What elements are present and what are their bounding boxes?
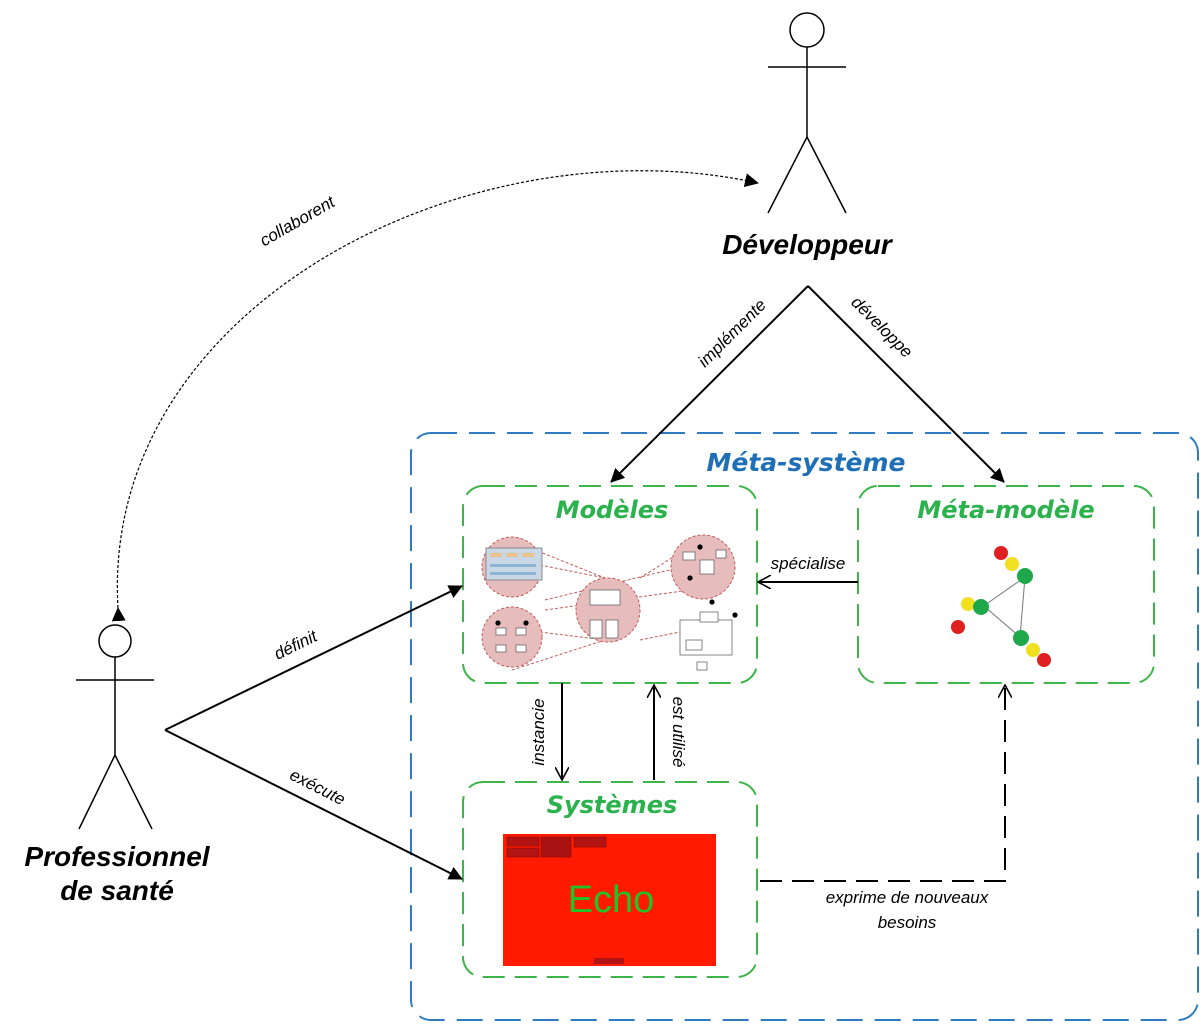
- instancie-label: instancie: [529, 698, 548, 765]
- specialise-label: spécialise: [771, 554, 846, 573]
- collaborent-label: collaborent: [256, 192, 339, 251]
- meta-model-illustration: [951, 546, 1051, 667]
- models-title: Modèles: [556, 496, 669, 524]
- developer-name: Développeur: [722, 229, 894, 260]
- models-illustration: [481, 534, 738, 671]
- execute-arrow: [164, 729, 463, 880]
- developpe-arrow: [807, 285, 1005, 483]
- collaborent-arrow: [111, 170, 759, 622]
- implemente-label: implémente: [694, 295, 770, 371]
- implemente-arrow: [610, 285, 809, 483]
- systems-screen: Echo: [503, 834, 716, 966]
- exprime-besoins-label-line2: besoins: [878, 913, 937, 932]
- execute-label: exécute: [287, 765, 349, 809]
- systems-screen-text: Echo: [568, 879, 655, 921]
- est-utilise-label: est utilisé: [669, 697, 688, 768]
- health-professional-name-line2: de santé: [60, 875, 174, 906]
- systems-title: Systèmes: [547, 791, 678, 819]
- health-professional-actor: [76, 624, 154, 830]
- developer-actor: [767, 12, 847, 214]
- meta-model-box: [857, 485, 1155, 684]
- meta-system-title: Méta-système: [707, 448, 906, 477]
- exprime-besoins-arrow: [760, 685, 1005, 882]
- meta-model-title: Méta-modèle: [917, 496, 1094, 524]
- definit-arrow: [164, 585, 463, 731]
- developpe-label: développe: [847, 293, 916, 362]
- health-professional-name-line1: Professionnel: [24, 841, 210, 872]
- meta-system-container: [410, 432, 1199, 1021]
- systems-box: [462, 781, 758, 978]
- exprime-besoins-label-line1: exprime de nouveaux: [826, 888, 989, 907]
